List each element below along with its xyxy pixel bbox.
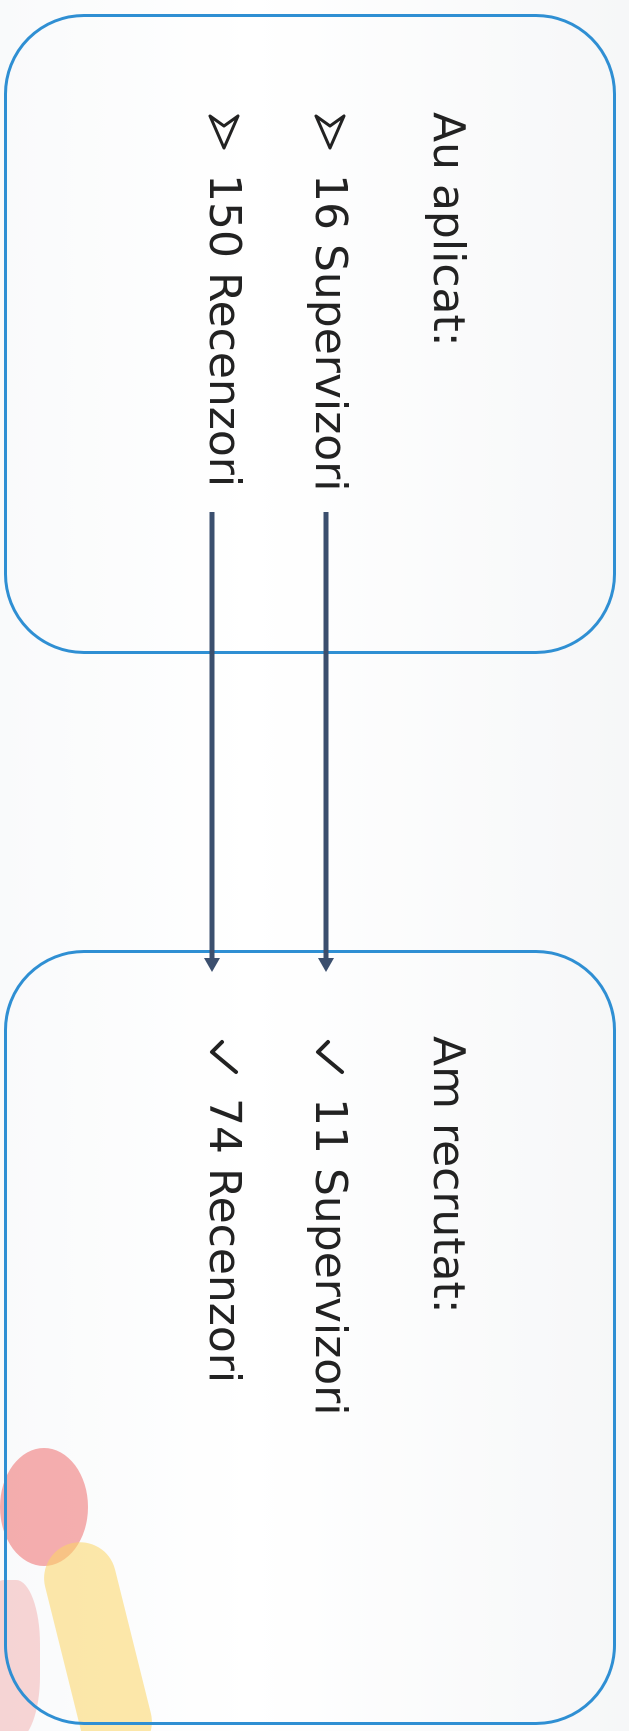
arrow-reviewers: [204, 512, 220, 972]
arrow-supervisors: [318, 512, 334, 972]
